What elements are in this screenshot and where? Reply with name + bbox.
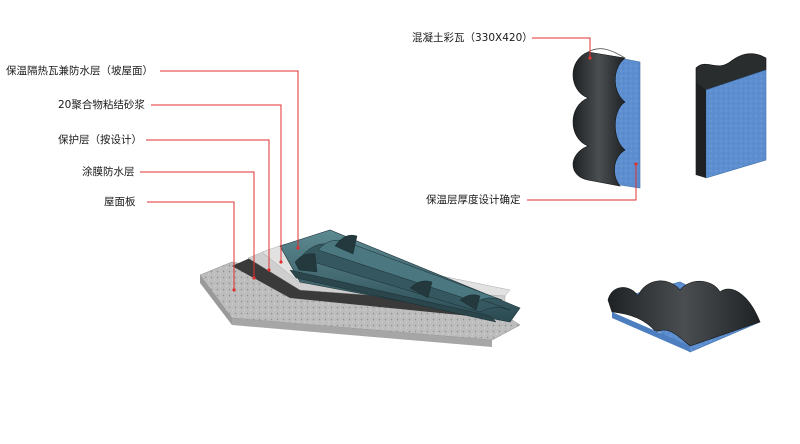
leader-insulation-thickness — [527, 164, 637, 201]
tile-perspective-wave — [607, 280, 761, 347]
leader-tile — [532, 37, 591, 58]
label-roof-slab: 屋面板 — [104, 196, 136, 208]
tile-perspective-view — [607, 280, 761, 353]
roof-slab-front — [232, 318, 492, 347]
roof-assembly-illustration — [199, 229, 521, 347]
label-insulation-thickness: 保温层厚度设计确定 — [426, 194, 521, 206]
label-concrete-color-tile: 混凝土彩瓦（330X420） — [412, 32, 533, 44]
right-leader-dots — [588, 56, 638, 166]
tile-front-wave — [572, 51, 626, 187]
left-leader-lines — [140, 70, 299, 290]
right-leader-lines — [527, 37, 637, 201]
tile-back-dark-edge — [695, 53, 767, 176]
label-protective-layer: 保护层（按设计） — [58, 134, 142, 146]
tile-front-view — [572, 48, 641, 189]
leader-bonding-mortar — [151, 104, 282, 262]
label-polymer-bonding-mortar: 20聚合物粘结砂浆 — [58, 99, 145, 111]
tile-ridges — [289, 234, 511, 323]
label-coating-waterproof: 涂膜防水层 — [82, 166, 135, 178]
label-insulation-tile-waterproof: 保温隔热瓦兼防水层（坡屋面） — [6, 65, 153, 77]
leader-protective-layer — [146, 139, 270, 270]
leader-waterproof-membrane — [140, 171, 255, 278]
left-leader-dots — [232, 246, 300, 292]
leader-roof-slab — [147, 201, 235, 290]
roof-slab-side — [200, 275, 232, 325]
tile-back-view — [695, 53, 767, 179]
leader-insulation-tile — [160, 70, 299, 248]
